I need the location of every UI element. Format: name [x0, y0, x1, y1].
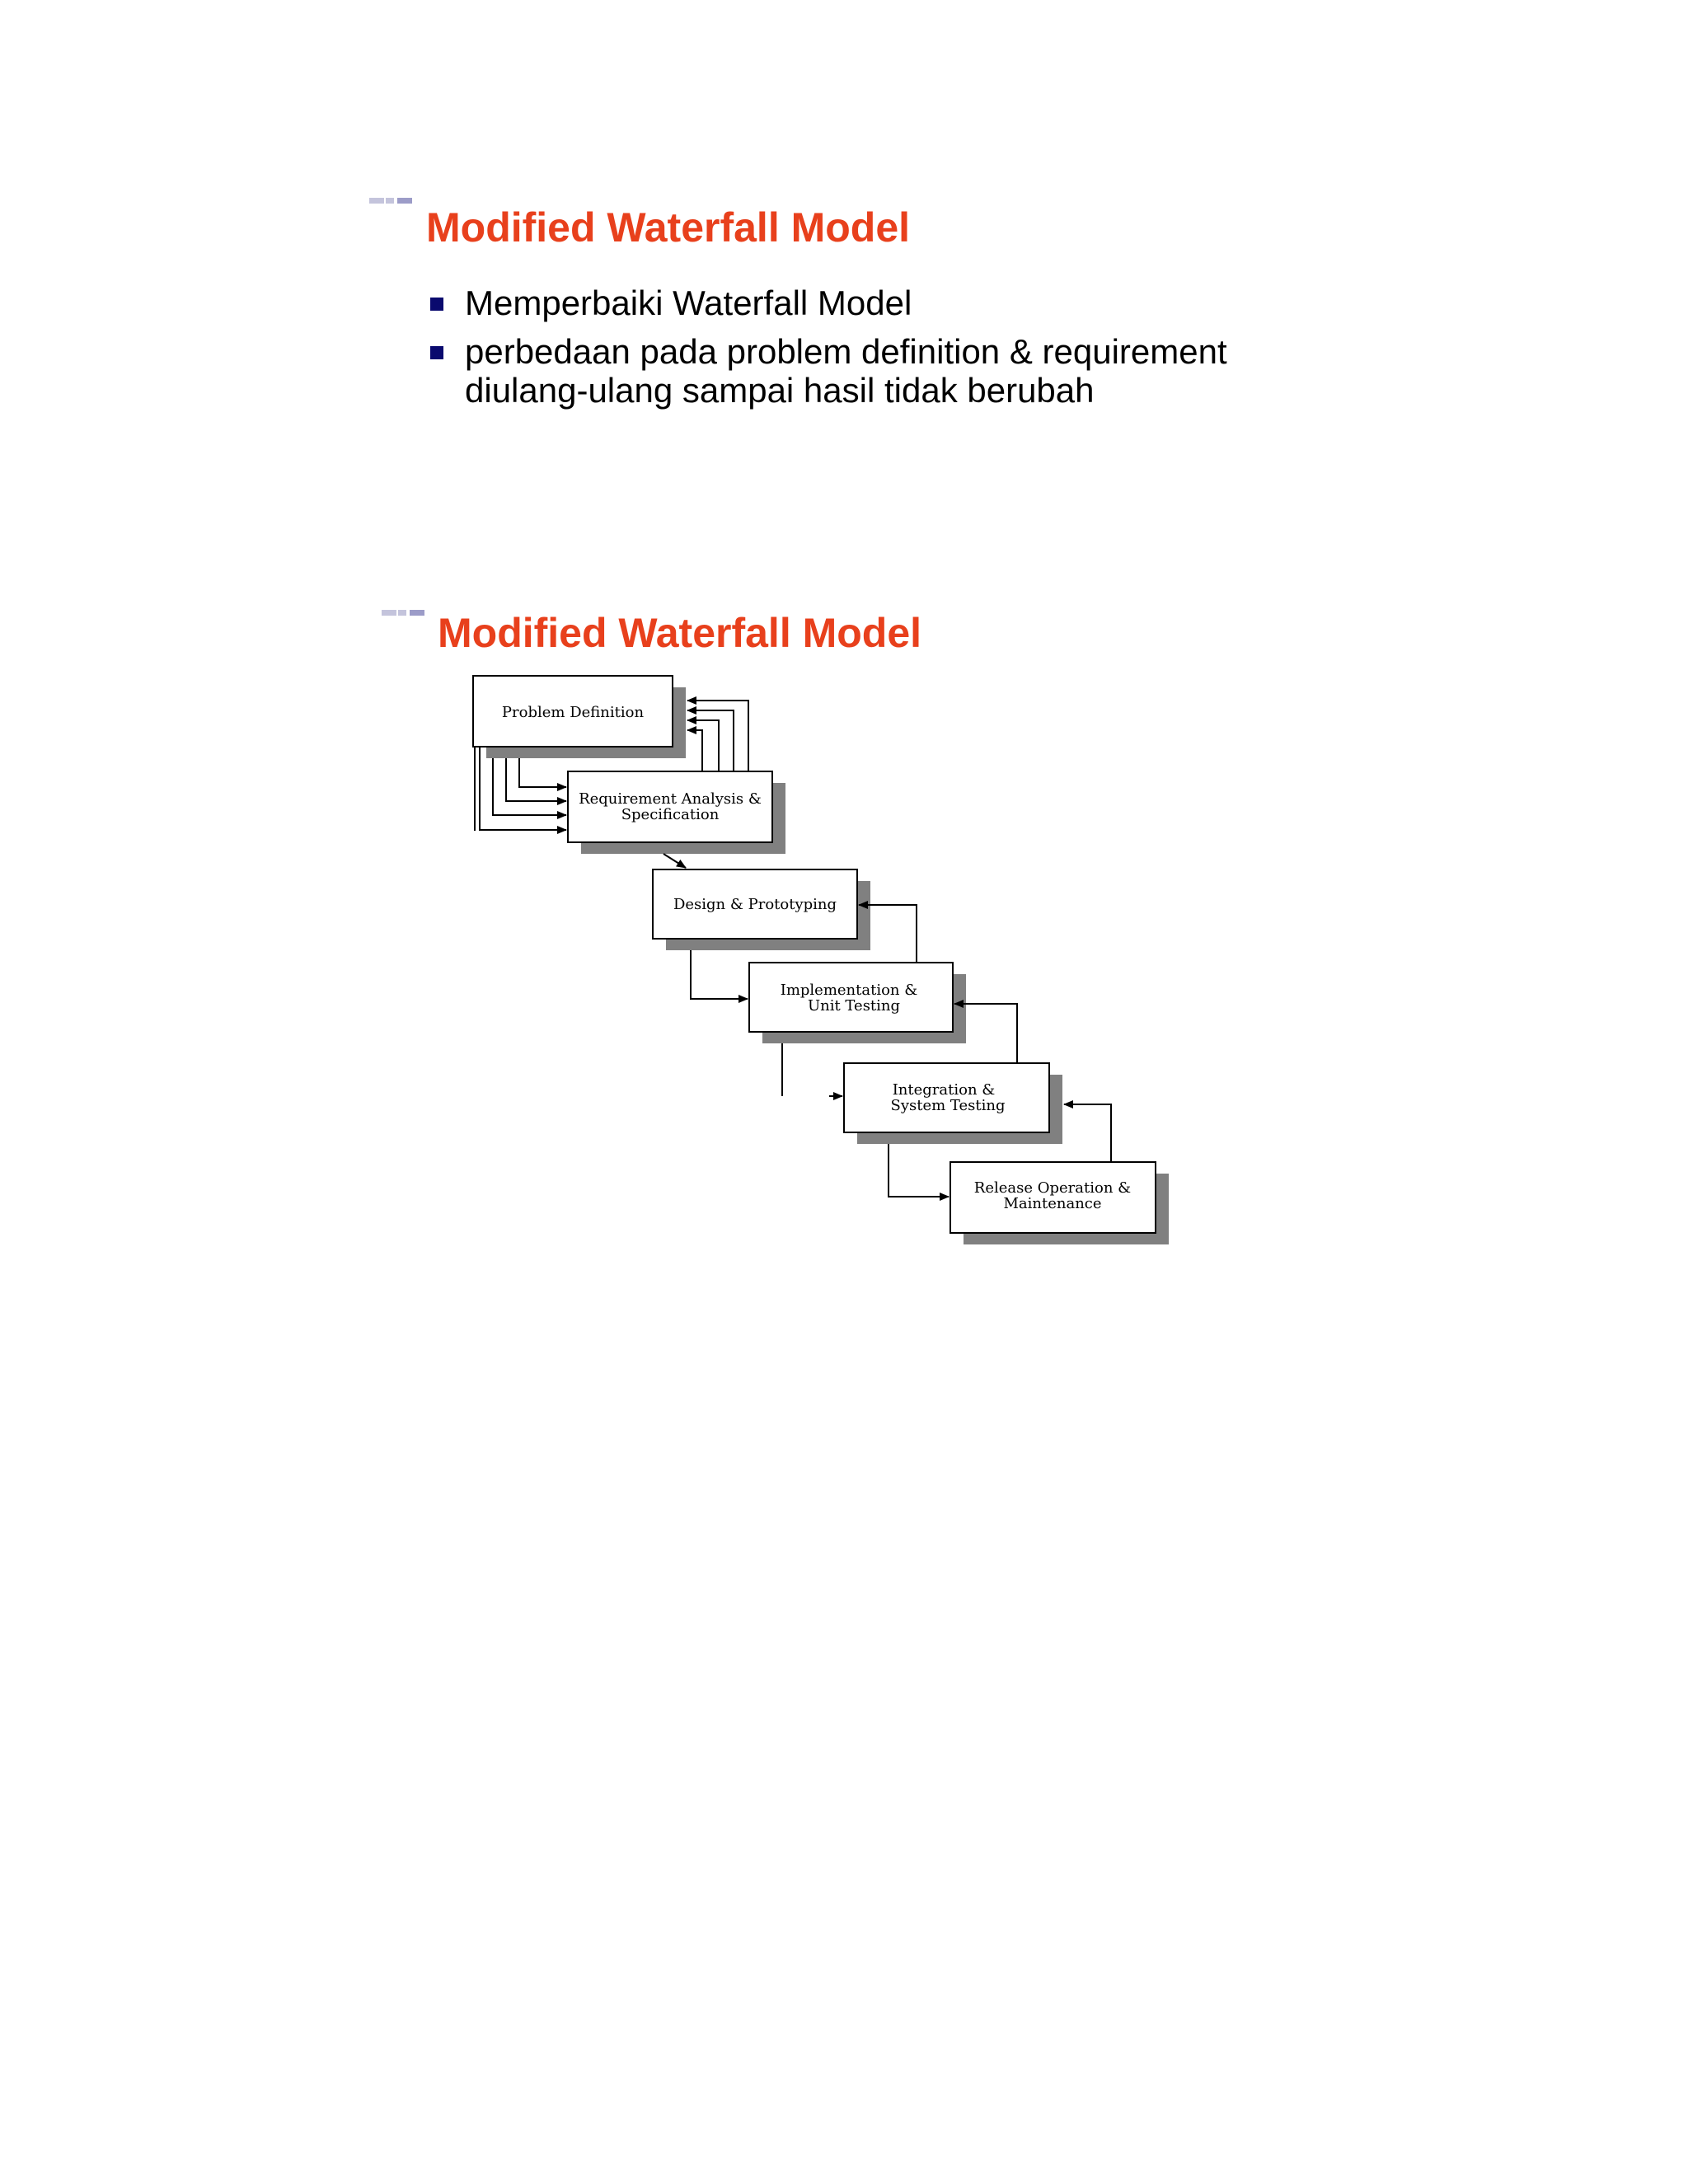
square-bullet-icon: [430, 346, 443, 359]
slide-1-bullet-list: Memperbaiki Waterfall Model perbedaan pa…: [430, 284, 1254, 419]
bullet-item-1: Memperbaiki Waterfall Model: [430, 284, 1254, 322]
feedback-arrow-4: [687, 726, 703, 771]
stage-design-prototyping: Design & Prototyping: [652, 869, 870, 950]
stage-requirement-analysis: Requirement Analysis & Specification: [567, 771, 785, 854]
stage-5-label-line-1: Integration &: [893, 1081, 996, 1099]
stage-1-label-line-1: Problem Definition: [502, 704, 645, 721]
feedback-arrow-3: [687, 716, 720, 771]
square-bullet-icon: [430, 298, 443, 311]
feedback-arrows-to-problem-definition: [687, 696, 749, 771]
bullet-text-2: perbedaan pada problem definition & requ…: [465, 332, 1227, 410]
stage-6-label-line-2: Maintenance: [1003, 1195, 1101, 1212]
arrow-integration-to-implementation: [954, 1000, 1018, 1063]
stage-implementation-unit-testing: Implementation & Unit Testing: [748, 962, 966, 1043]
stage-5-label-line-2: System Testing: [890, 1097, 1005, 1114]
stage-problem-definition: Problem Definition: [472, 675, 686, 758]
arrow-implementation-to-design: [858, 901, 917, 963]
forward-arrow-4: [479, 747, 567, 834]
bullet-text-1: Memperbaiki Waterfall Model: [465, 284, 912, 322]
forward-arrow-3: [492, 758, 567, 819]
feedback-arrow-1: [687, 696, 749, 771]
arrow-release-to-integration: [1063, 1100, 1112, 1162]
slide-2-title: Modified Waterfall Model: [438, 610, 922, 656]
arrows-integration-release: [888, 1100, 1112, 1201]
arrow-requirement-to-design: [663, 853, 687, 869]
stage-2-label-line-2: Specification: [621, 806, 720, 823]
forward-arrows-to-requirement-analysis: [474, 747, 567, 834]
bullet-item-2: perbedaan pada problem definition & requ…: [430, 332, 1254, 410]
arrow-design-to-implementation: [690, 950, 748, 1003]
feedback-arrow-2: [687, 706, 734, 771]
stage-4-label-line-1: Implementation &: [781, 982, 918, 999]
arrows-implementation-integration: [781, 1000, 1018, 1100]
slide-1-title: Modified Waterfall Model: [426, 204, 911, 251]
stage-6-label-line-1: Release Operation &: [974, 1179, 1131, 1197]
stage-release-operation-maintenance: Release Operation & Maintenance: [950, 1161, 1169, 1244]
stage-2-label-line-1: Requirement Analysis &: [579, 790, 762, 808]
forward-arrow-2: [505, 758, 567, 805]
stage-4-label-line-2: Unit Testing: [808, 997, 900, 1015]
forward-arrow-1: [518, 758, 567, 791]
arrow-integration-to-release: [888, 1144, 950, 1201]
stage-integration-system-testing: Integration & System Testing: [843, 1062, 1062, 1144]
arrows-design-implementation: [690, 901, 917, 1003]
stage-3-label-line-1: Design & Prototyping: [673, 896, 837, 913]
